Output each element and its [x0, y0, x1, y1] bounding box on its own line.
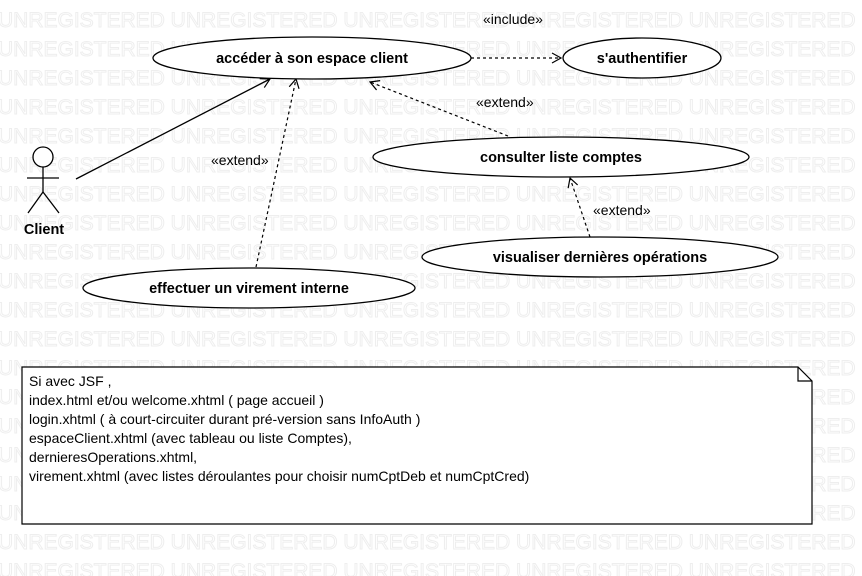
note-line: Si avec JSF ,	[29, 373, 111, 389]
use-case-virement[interactable]: effectuer un virement interne	[82, 267, 416, 309]
actor-right-leg	[42, 191, 60, 214]
extend-label-consulter: «extend»	[476, 94, 534, 110]
extend-consulter-acceder	[368, 80, 509, 137]
watermark-row: UNREGISTERED UNREGISTERED UNREGISTERED U…	[0, 328, 862, 351]
note[interactable]: Si avec JSF , index.html et/ou welcome.x…	[21, 366, 813, 525]
extend-label-virement: «extend»	[211, 152, 269, 168]
watermark-row: UNREGISTERED UNREGISTERED UNREGISTERED U…	[0, 183, 862, 206]
note-box	[21, 366, 813, 525]
watermark-row: UNREGISTERED UNREGISTERED UNREGISTERED U…	[0, 96, 862, 119]
note-fold	[797, 367, 812, 382]
use-case-acceder[interactable]: accéder à son espace client	[152, 36, 472, 80]
use-case-authentifier[interactable]: s'authentifier	[562, 37, 722, 79]
watermark-row: UNREGISTERED UNREGISTERED UNREGISTERED U…	[0, 560, 862, 576]
relations: «include» «extend» «extend» «extend»	[75, 11, 651, 268]
include-label: «include»	[483, 11, 543, 27]
use-case-consulter[interactable]: consulter liste comptes	[372, 136, 750, 178]
extend-label-visualiser: «extend»	[593, 202, 651, 218]
note-line: espaceClient.xhtml (avec tableau ou list…	[29, 430, 352, 446]
actor-left-leg	[27, 191, 44, 214]
watermark-row: UNREGISTERED UNREGISTERED UNREGISTERED U…	[0, 531, 862, 554]
use-case-authentifier-label: s'authentifier	[597, 51, 688, 67]
association-client-acceder	[75, 78, 272, 180]
extend-visualiser-consulter	[567, 176, 591, 238]
extend-virement-acceder	[255, 77, 300, 268]
use-case-visualiser-label: visualiser dernières opérations	[493, 250, 707, 266]
note-line: index.html et/ou welcome.xhtml ( page ac…	[29, 392, 324, 408]
use-case-consulter-label: consulter liste comptes	[480, 150, 642, 166]
actor-head	[32, 146, 54, 168]
note-line: dernieresOperations.xhtml,	[29, 449, 197, 465]
note-line: login.xhtml ( à court-circuiter durant p…	[29, 411, 420, 427]
note-line: virement.xhtml (avec listes déroulantes …	[29, 468, 529, 484]
actor-label: Client	[24, 222, 64, 238]
use-case-acceder-label: accéder à son espace client	[216, 51, 408, 67]
use-case-visualiser[interactable]: visualiser dernières opérations	[421, 236, 779, 278]
watermark-row: UNREGISTERED UNREGISTERED UNREGISTERED U…	[0, 9, 862, 32]
use-case-virement-label: effectuer un virement interne	[149, 281, 349, 297]
watermark-row: UNREGISTERED UNREGISTERED UNREGISTERED U…	[0, 212, 862, 235]
actor-client[interactable]: Client	[24, 146, 64, 238]
